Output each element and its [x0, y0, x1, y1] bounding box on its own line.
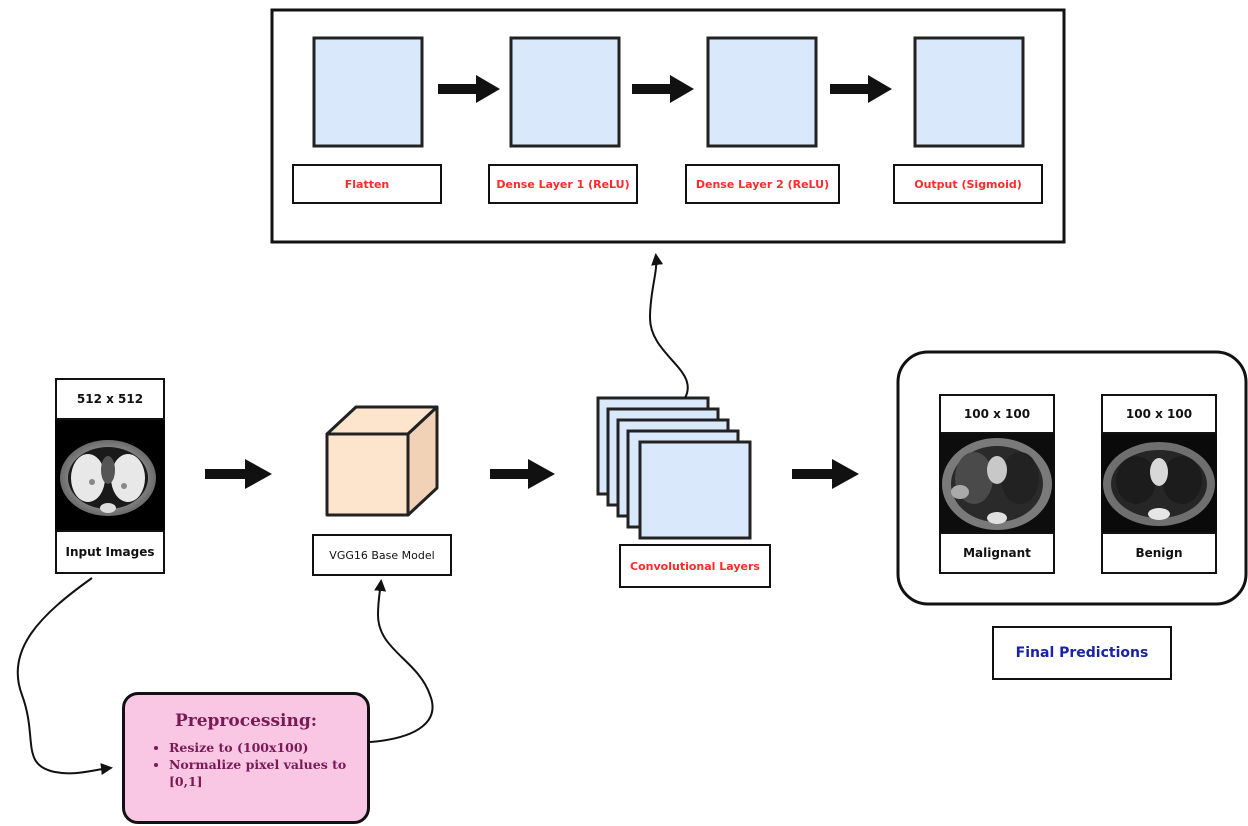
malignant-ct-image: [939, 434, 1055, 532]
input-ct-image: [55, 420, 165, 530]
benign-size-label: 100 x 100: [1101, 394, 1217, 434]
preprocessing-box: Preprocessing: Resize to (100x100) Norma…: [122, 692, 370, 824]
vgg16-label: VGG16 Base Model: [312, 534, 452, 576]
arrow-dense2-output: [830, 75, 892, 103]
flatten-layer-box: [312, 36, 424, 148]
arrow-flatten-dense1: [438, 75, 500, 103]
dense2-layer-box: [706, 36, 818, 148]
conv-layer-stack: [596, 396, 752, 540]
arrow-conv-to-dense-head: [648, 253, 689, 399]
final-predictions-label: Final Predictions: [992, 626, 1172, 680]
dense1-layer-box: [509, 36, 621, 148]
arrow-input-to-model: [205, 459, 272, 489]
preprocessing-step: Normalize pixel values to [0,1]: [169, 756, 369, 790]
output-label: Output (Sigmoid): [893, 164, 1043, 204]
arrow-conv-to-results: [792, 459, 859, 489]
preprocessing-steps: Resize to (100x100) Normalize pixel valu…: [155, 739, 369, 790]
arrow-model-to-conv: [490, 459, 555, 489]
dense1-label: Dense Layer 1 (ReLU): [488, 164, 638, 204]
preprocessing-step: Resize to (100x100): [169, 739, 369, 756]
benign-ct-image: [1101, 434, 1217, 532]
flatten-label: Flatten: [292, 164, 442, 204]
malignant-size-label: 100 x 100: [939, 394, 1055, 434]
arrow-input-to-preprocessing: [16, 577, 113, 775]
dense2-label: Dense Layer 2 (ReLU): [685, 164, 840, 204]
input-caption: Input Images: [55, 530, 165, 574]
vgg16-cube: [325, 405, 439, 517]
input-size-label: 512 x 512: [55, 378, 165, 420]
arrow-dense1-dense2: [632, 75, 694, 103]
malignant-caption: Malignant: [939, 532, 1055, 574]
output-layer-box: [913, 36, 1025, 148]
conv-label: Convolutional Layers: [619, 544, 771, 588]
arrow-preprocessing-to-model: [369, 579, 434, 743]
preprocessing-title: Preprocessing:: [174, 711, 318, 731]
benign-caption: Benign: [1101, 532, 1217, 574]
